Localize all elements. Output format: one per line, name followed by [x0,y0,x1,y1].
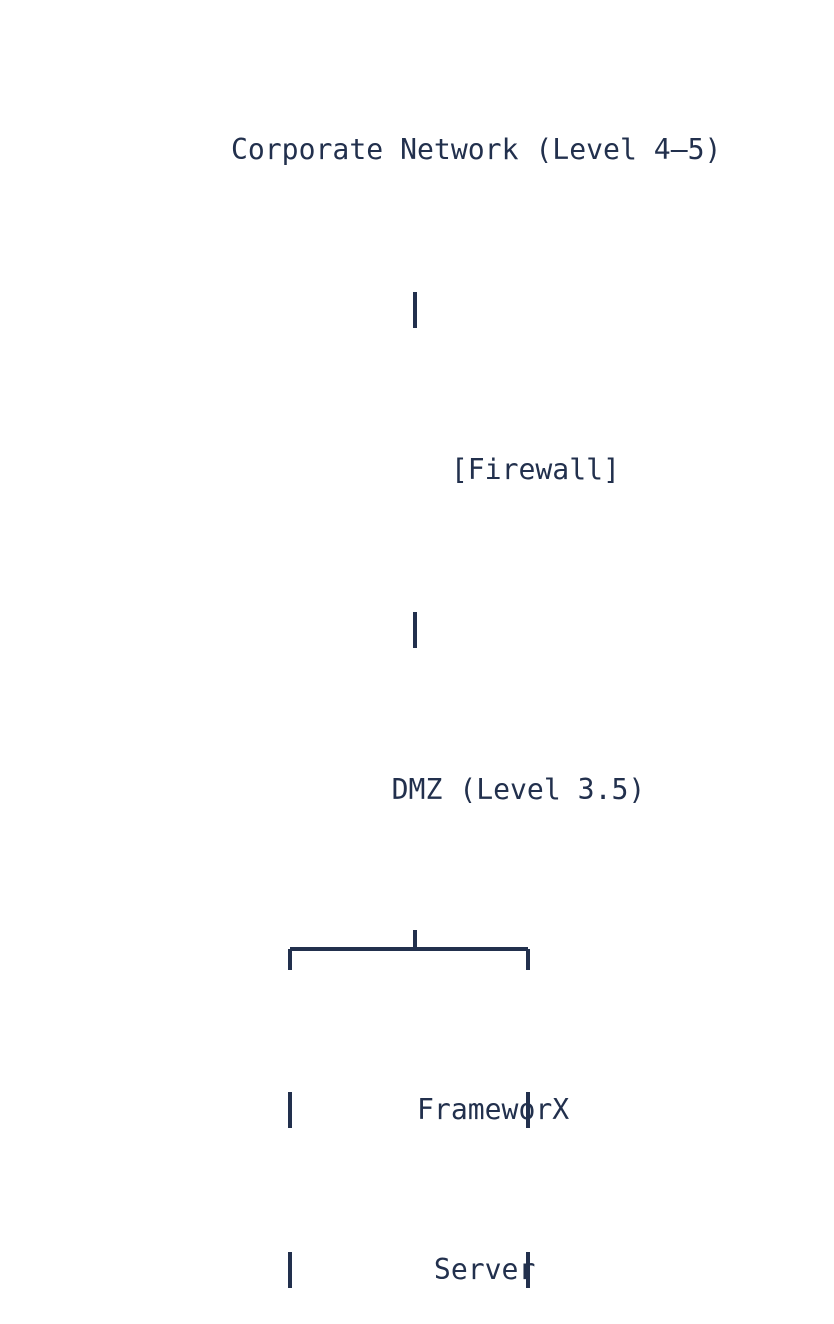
node-firewall-upper: [Firewall] [214,453,620,486]
connector-firewall-to-dmz [0,610,834,650]
network-zone-ascii-diagram: Corporate Network (Level 4–5) [Firewall]… [0,133,834,1288]
node-corporate-network: Corporate Network (Level 4–5) [112,133,722,166]
server-box-line-server: Server [197,1253,637,1286]
node-dmz: DMZ (Level 3.5) [188,773,646,806]
connector-corporate-to-firewall [0,290,834,330]
server-box-top-border [0,930,834,970]
server-box-line-frameworx: FrameworX [197,1093,637,1126]
